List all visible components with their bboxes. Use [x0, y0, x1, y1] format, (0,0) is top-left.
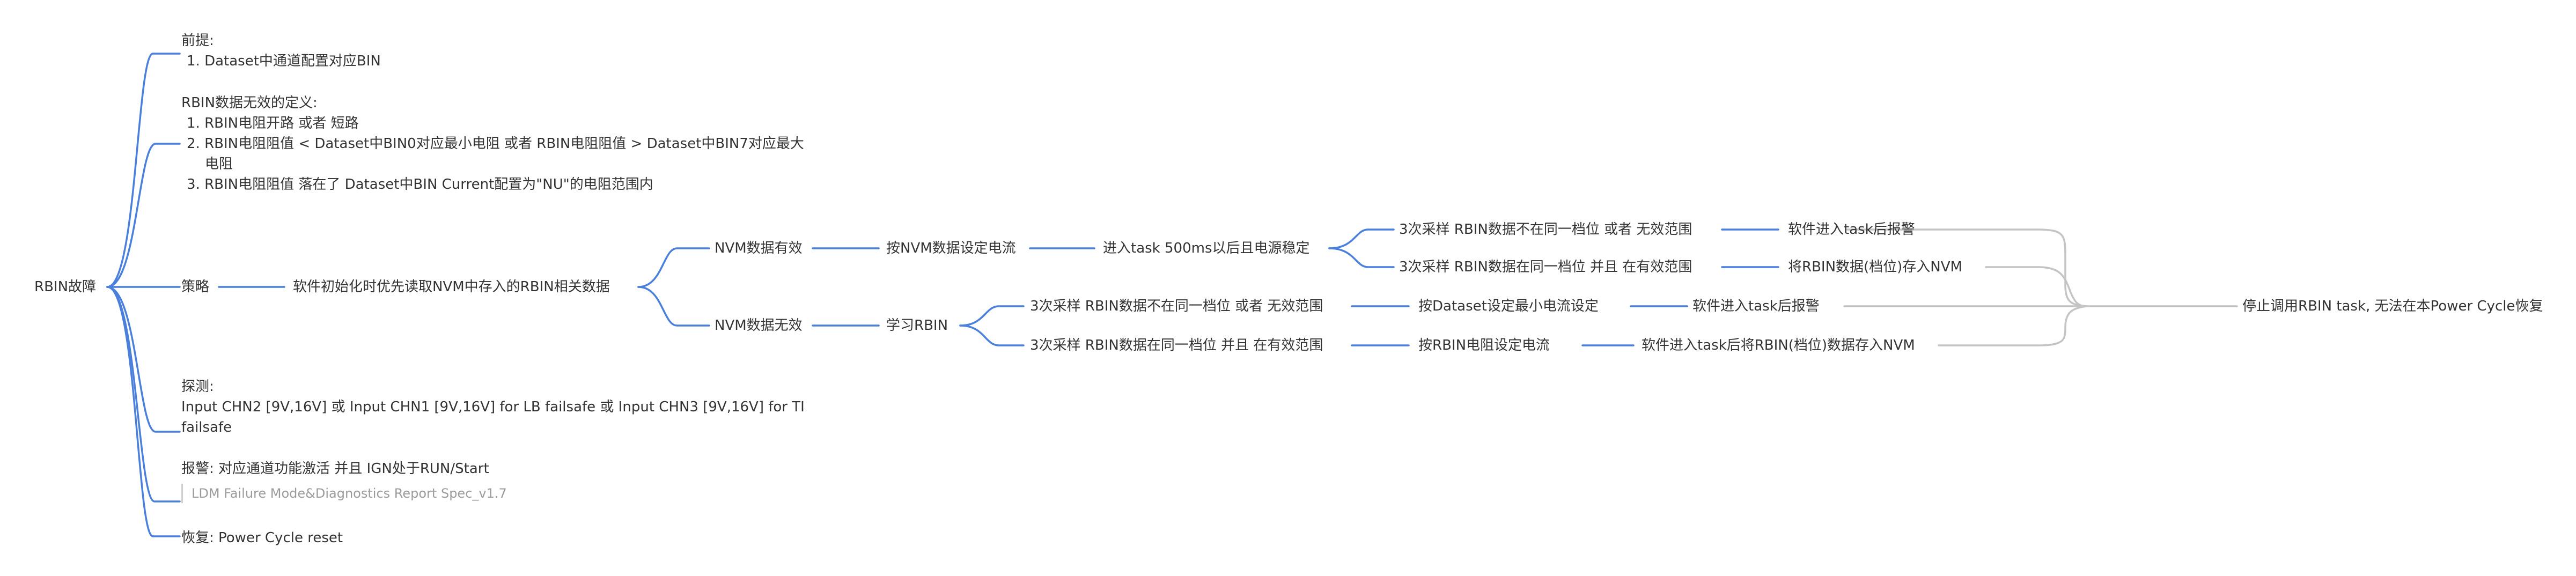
- valid-case-a-node: 3次采样 RBIN数据不在同一档位 或者 无效范围: [1399, 221, 1692, 238]
- link-root-detect: [106, 286, 181, 433]
- invalid-case-b-node: 3次采样 RBIN数据在同一档位 并且 在有效范围: [1030, 337, 1323, 353]
- premise-title: 前提:: [181, 33, 214, 49]
- invalid-case-b-result: 软件进入task后将RBIN(档位)数据存入NVM: [1642, 337, 1915, 353]
- link-root-alarm: [106, 286, 181, 503]
- enter-task-node: 进入task 500ms以后且电源稳定: [1103, 240, 1310, 256]
- alarm-reference-note: LDM Failure Mode&Diagnostics Report Spec…: [181, 484, 507, 503]
- detect-title: 探测:: [181, 379, 214, 395]
- link-enter-caseb: [1328, 247, 1395, 268]
- link-init-invalid: [637, 286, 710, 327]
- invalid-def-item-2-cont: 电阻: [205, 156, 233, 172]
- nvm-valid-node: NVM数据有效: [715, 240, 803, 256]
- valid-case-a-result: 软件进入task后报警: [1788, 221, 1915, 238]
- invalid-case-a-result: 软件进入task后报警: [1692, 298, 1820, 314]
- detect-node: 探测: Input CHN2 [9V,16V] 或 Input CHN1 [9V…: [181, 376, 805, 438]
- link-converge-1: [1846, 228, 2088, 307]
- detect-line-1: Input CHN2 [9V,16V] 或 Input CHN1 [9V,16V…: [181, 399, 805, 415]
- invalid-case-a-node: 3次采样 RBIN数据不在同一档位 或者 无效范围: [1030, 298, 1323, 314]
- alarm-node: 报警: 对应通道功能激活 并且 IGN处于RUN/Start: [181, 461, 489, 477]
- link-init-valid: [637, 247, 710, 288]
- init-node: 软件初始化时优先读取NVM中存入的RBIN相关数据: [293, 279, 610, 295]
- learn-rbin-node: 学习RBIN: [886, 317, 948, 334]
- link-root-premise: [106, 53, 181, 288]
- link-converge-2: [1985, 266, 2088, 307]
- link-root-recover: [106, 286, 181, 537]
- invalid-definition-node: RBIN数据无效的定义: 1. RBIN电阻开路 或者 短路 2. RBIN电阻…: [181, 93, 804, 195]
- invalid-def-item-2: 2. RBIN电阻阻值 < Dataset中BIN0对应最小电阻 或者 RBIN…: [187, 136, 804, 152]
- final-node: 停止调用RBIN task, 无法在本Power Cycle恢复: [2242, 298, 2543, 314]
- valid-case-b-node: 3次采样 RBIN数据在同一档位 并且 在有效范围: [1399, 259, 1692, 275]
- nvm-invalid-node: NVM数据无效: [715, 317, 803, 334]
- invalid-def-title: RBIN数据无效的定义:: [181, 95, 318, 111]
- premise-item-1: 1. Dataset中通道配置对应BIN: [187, 53, 381, 69]
- invalid-case-b-action: 按RBIN电阻设定电流: [1418, 337, 1550, 353]
- link-converge-4: [1938, 305, 2088, 346]
- invalid-def-item-3: 3. RBIN电阻阻值 落在了 Dataset中BIN Current配置为"N…: [187, 176, 653, 193]
- valid-case-b-result: 将RBIN数据(档位)存入NVM: [1788, 259, 1962, 275]
- invalid-case-a-action: 按Dataset设定最小电流设定: [1418, 298, 1599, 314]
- set-current-node: 按NVM数据设定电流: [886, 240, 1016, 256]
- link-learn-casea: [959, 305, 1025, 327]
- recover-node: 恢复: Power Cycle reset: [181, 530, 343, 546]
- invalid-def-item-1: 1. RBIN电阻开路 或者 短路: [187, 115, 359, 131]
- strategy-node: 策略: [181, 279, 210, 295]
- root-node: RBIN故障: [34, 279, 97, 295]
- detect-line-2: failsafe: [181, 419, 232, 435]
- premise-node: 前提: 1. Dataset中通道配置对应BIN: [181, 31, 381, 71]
- link-enter-casea: [1328, 228, 1395, 249]
- link-root-invalid: [106, 143, 181, 288]
- link-learn-caseb: [959, 324, 1025, 346]
